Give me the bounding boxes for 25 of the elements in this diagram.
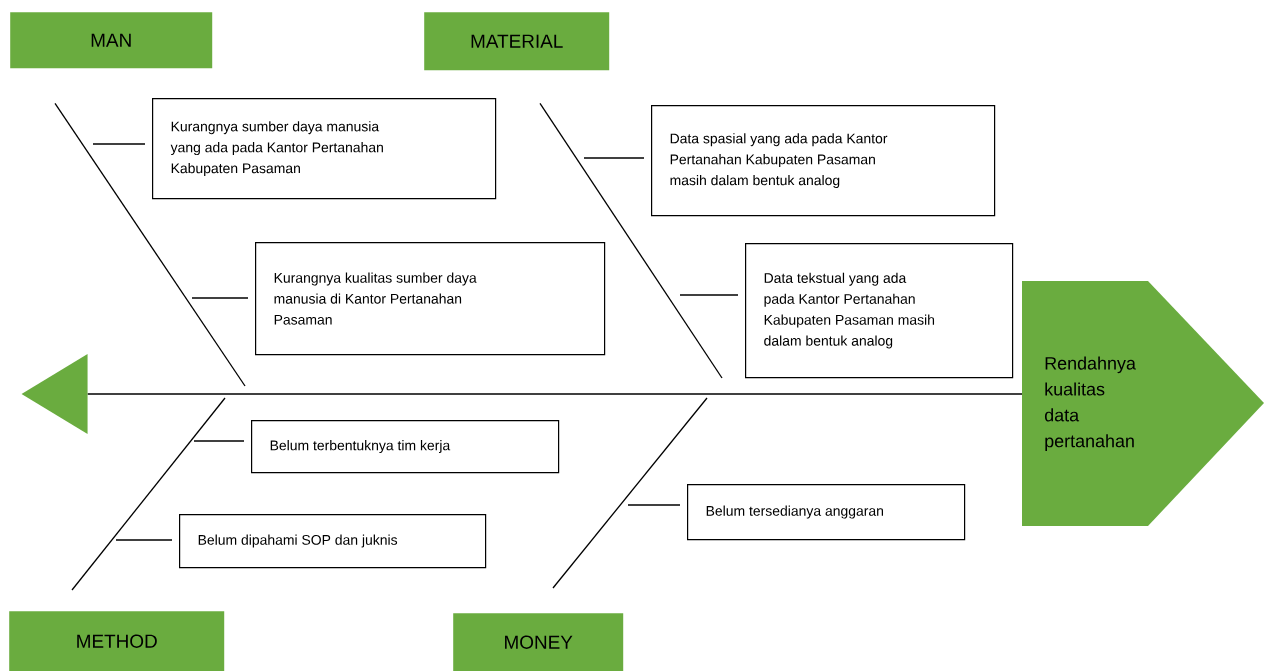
- branch-line: [115, 539, 173, 541]
- branch-line: [583, 157, 645, 159]
- branch-line: [193, 440, 245, 442]
- cause-box: Kurangnya kualitas sumber daya manusia di Kantor Pertanahan Pasaman: [255, 242, 606, 356]
- fish-tail: [21, 354, 88, 434]
- branch-line: [191, 297, 249, 299]
- cause-box: Data tekstual yang ada pada Kantor Pertanahan Kabupaten Pasaman masih dalam bentuk analog: [745, 243, 1014, 379]
- branch-line: [627, 504, 681, 506]
- bone-line: [539, 102, 723, 379]
- bone-line: [552, 397, 708, 589]
- bone-line: [71, 397, 226, 591]
- cause-box: Data spasial yang ada pada Kantor Pertanahan Kabupaten Pasaman masih dalam bentuk analog: [651, 105, 996, 217]
- cause-box: Belum terbentuknya tim kerja: [251, 420, 560, 474]
- category-box: MAN: [10, 12, 213, 69]
- branch-line: [679, 294, 739, 296]
- branch-line: [92, 143, 146, 145]
- category-box: METHOD: [9, 611, 225, 671]
- cause-box: Kurangnya sumber daya manusia yang ada pada Kantor Pertanahan Kabupaten Pasaman: [152, 98, 497, 200]
- cause-box: Belum dipahami SOP dan juknis: [179, 514, 487, 569]
- bone-line: [54, 102, 246, 387]
- fish-head: Rendahnya kualitas data pertanahan: [1022, 281, 1264, 526]
- spine-line: [87, 393, 1023, 395]
- category-box: MATERIAL: [424, 12, 610, 71]
- cause-box: Belum tersedianya anggaran: [687, 484, 966, 541]
- category-box: MONEY: [453, 613, 624, 671]
